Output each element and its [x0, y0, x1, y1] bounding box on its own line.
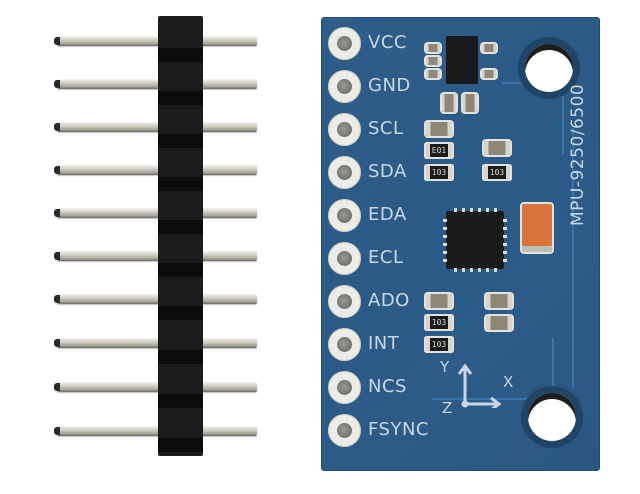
pin-label: NCS	[368, 376, 407, 397]
part-number: MPU-9250/6500	[568, 83, 588, 226]
pad-scl	[328, 113, 361, 146]
pad-ncs	[328, 371, 361, 404]
capacitor	[486, 316, 512, 330]
capacitor	[484, 141, 510, 155]
pad-int	[328, 328, 361, 361]
pin-label: ECL	[368, 247, 404, 268]
pad-gnd	[328, 70, 361, 103]
mpu-imu-chip	[443, 208, 507, 272]
pin-label: SDA	[368, 161, 407, 182]
header-pin	[54, 208, 257, 218]
header-pin	[54, 36, 257, 46]
pad-fsync	[328, 414, 361, 447]
pin-label: EDA	[368, 204, 407, 225]
pad-ado	[328, 285, 361, 318]
header-pin	[54, 338, 257, 348]
pin-label: FSYNC	[368, 419, 429, 440]
resistor: E01	[426, 144, 452, 157]
resistor: 103	[426, 316, 452, 329]
resistor: 103	[426, 166, 452, 179]
pin-label: SCL	[368, 118, 404, 139]
pad-eda	[328, 199, 361, 232]
pad-ecl	[328, 242, 361, 275]
axis-label-y: Y	[440, 358, 450, 376]
pad-vcc	[328, 27, 361, 60]
axis-arrows-icon	[457, 363, 502, 408]
capacitor	[426, 122, 452, 136]
pin-label: INT	[368, 333, 400, 354]
voltage-regulator	[446, 36, 478, 84]
axis-label-z: Z	[442, 399, 453, 417]
pin-header	[54, 16, 262, 456]
header-pin	[54, 294, 257, 304]
axis-label-x: X	[503, 373, 514, 391]
header-housing	[158, 16, 203, 456]
header-pin	[54, 251, 257, 261]
tantalum-capacitor	[522, 204, 552, 252]
pin-label: ADO	[368, 290, 410, 311]
mounting-hole	[518, 37, 580, 99]
mounting-hole	[521, 386, 583, 448]
header-pin	[54, 79, 257, 89]
header-pin	[54, 382, 257, 392]
header-pin	[54, 426, 257, 436]
pad-sda	[328, 156, 361, 189]
resistor: 103	[484, 166, 510, 179]
pin-label: VCC	[368, 32, 407, 53]
capacitor	[426, 294, 452, 308]
pin-label: GND	[368, 75, 411, 96]
imu-breakout-board: VCC GND SCL SDA EDA ECL ADO INT NCS FSYN…	[322, 18, 599, 470]
header-pin	[54, 165, 257, 175]
capacitor	[486, 294, 512, 308]
resistor: 103	[426, 338, 452, 351]
header-pin	[54, 122, 257, 132]
